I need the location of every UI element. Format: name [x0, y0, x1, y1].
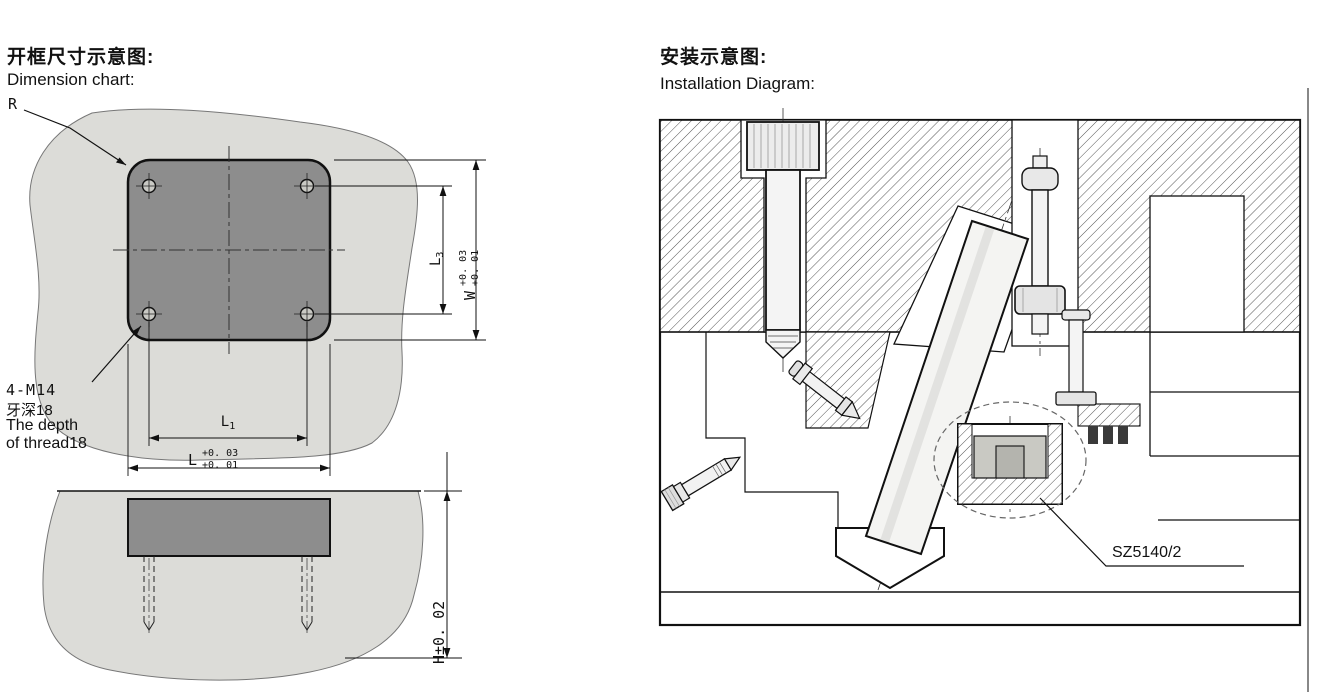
installation-view [658, 88, 1309, 692]
flanged-pin [1055, 309, 1097, 406]
angled-guide-pin [864, 219, 1030, 556]
dimension-l [127, 344, 331, 476]
dimension-w-tol-upper: +0. 03 [458, 249, 469, 286]
left-title-zh: 开框尺寸示意图: [7, 47, 155, 68]
part-leader-line [1039, 497, 1244, 567]
radius-leader-line [23, 109, 127, 166]
thread-leader-line [91, 325, 142, 383]
radius-label: R [8, 95, 18, 113]
angled-set-screw [788, 360, 861, 420]
right-rail-steps [1149, 332, 1300, 521]
sz-component-housing [933, 401, 1087, 519]
thread-note-line4: of thread18 [6, 435, 87, 452]
dimension-l3-letter: L [428, 257, 444, 266]
stepped-pin [1014, 155, 1066, 335]
hatched-block-mid [805, 331, 891, 429]
dimension-h-label: H±0. 02 [430, 600, 448, 664]
threaded-hole-side [143, 556, 155, 636]
tooth-block [1103, 426, 1113, 444]
dimension-l3-subscript: 3 [435, 251, 446, 258]
dimension-w-tol-lower: +0. 01 [469, 249, 481, 286]
angled-fastening-screw [660, 456, 742, 512]
dimension-h [345, 452, 462, 659]
socket-head-cap-screw [746, 121, 820, 359]
left-title-en: Dimension chart: [7, 70, 135, 89]
dimension-w-letter: W [460, 290, 479, 300]
dimension-l1-subscript: 1 [229, 421, 236, 432]
mounting-hole [136, 173, 162, 199]
cavity-step-outline [705, 332, 839, 528]
part-number-label: SZ5140/2 [1112, 544, 1182, 561]
right-title-zh: 安装示意图: [660, 47, 768, 68]
dimension-w-tolerances: +0. 03 +0. 01 [458, 250, 481, 286]
dimension-l1 [148, 322, 308, 446]
dimension-w [334, 159, 486, 341]
dimension-l1-label: L1 [204, 414, 252, 432]
dimension-l-label: L +0. 03 +0. 01 [188, 448, 238, 471]
thread-note-line2: 牙深18 [6, 402, 53, 419]
dimension-l3 [315, 185, 452, 315]
dimension-l3-label: L3 [428, 251, 446, 266]
threaded-hole-side [301, 556, 313, 636]
thread-note-line1: 4-M14 [6, 381, 57, 399]
tooth-block [1088, 426, 1098, 444]
tooth-block [1118, 426, 1128, 444]
dimension-l1-letter: L [220, 414, 230, 430]
dimension-l-tol-lower: +0. 01 [202, 459, 239, 471]
thread-note-line3: The depth [6, 417, 79, 434]
top-view [23, 108, 486, 476]
dimension-l-tol-upper: +0. 03 [202, 448, 239, 459]
side-view [42, 452, 462, 681]
frame-insert-side [127, 498, 331, 557]
right-notch [1149, 195, 1245, 333]
mounting-hole [136, 301, 162, 327]
dimension-l-letter: L [188, 450, 198, 469]
dimension-l-tolerances: +0. 03 +0. 01 [202, 448, 238, 471]
hatched-strip-right [1077, 403, 1141, 427]
dimension-w-label: W +0. 03 +0. 01 [458, 250, 481, 300]
right-title-en: Installation Diagram: [660, 74, 815, 93]
